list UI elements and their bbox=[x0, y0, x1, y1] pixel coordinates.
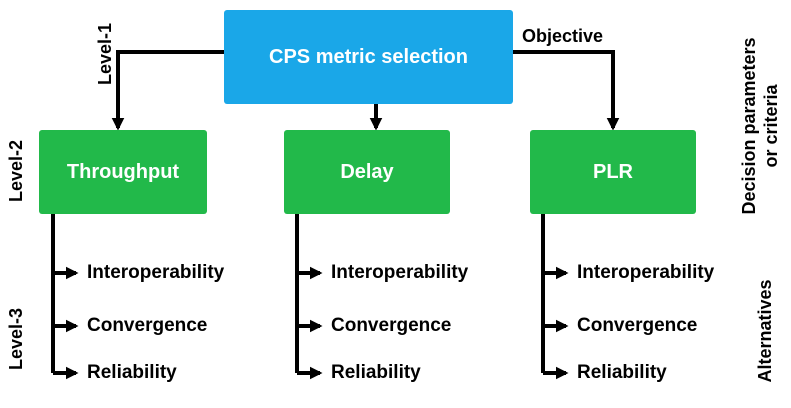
alternative-throughput-reliability: Reliability bbox=[87, 362, 177, 383]
alternative-delay-interoperability: Interoperability bbox=[331, 262, 469, 283]
edge-label-objective: Objective bbox=[522, 26, 604, 46]
alternative-plr-convergence: Convergence bbox=[577, 315, 698, 336]
criterion-node-throughput: Throughput bbox=[39, 130, 207, 214]
alternative-delay-convergence: Convergence bbox=[331, 315, 452, 336]
criterion-label-throughput: Throughput bbox=[66, 160, 180, 183]
side-label-alternatives: Alternatives bbox=[755, 279, 775, 383]
connector-root-throughput bbox=[111, 50, 224, 131]
criterion-label-plr: PLR bbox=[593, 160, 633, 183]
side-label-decision-criteria-line2: or criteria bbox=[761, 84, 781, 168]
root-node-label: CPS metric selection bbox=[269, 45, 468, 68]
criterion-label-delay: Delay bbox=[340, 160, 394, 183]
alternative-plr-reliability: Reliability bbox=[577, 362, 667, 383]
connector-root-plr bbox=[513, 50, 620, 131]
side-label-decision-criteria-line1: Decision parameters bbox=[739, 37, 759, 215]
side-label-level3: Level-3 bbox=[6, 307, 26, 371]
root-node: CPS metric selection bbox=[224, 10, 513, 104]
alternative-plr-interoperability: Interoperability bbox=[577, 262, 715, 283]
criterion-node-delay: Delay bbox=[284, 130, 450, 214]
edge-label-level1: Level-1 bbox=[95, 22, 115, 86]
criterion-node-plr: PLR bbox=[530, 130, 696, 214]
alternative-throughput-interoperability: Interoperability bbox=[87, 262, 225, 283]
side-label-level2: Level-2 bbox=[6, 139, 26, 203]
alternative-throughput-convergence: Convergence bbox=[87, 315, 208, 336]
side-label-decision-criteria: Decision parameters or criteria bbox=[738, 26, 782, 226]
alternative-delay-reliability: Reliability bbox=[331, 362, 421, 383]
